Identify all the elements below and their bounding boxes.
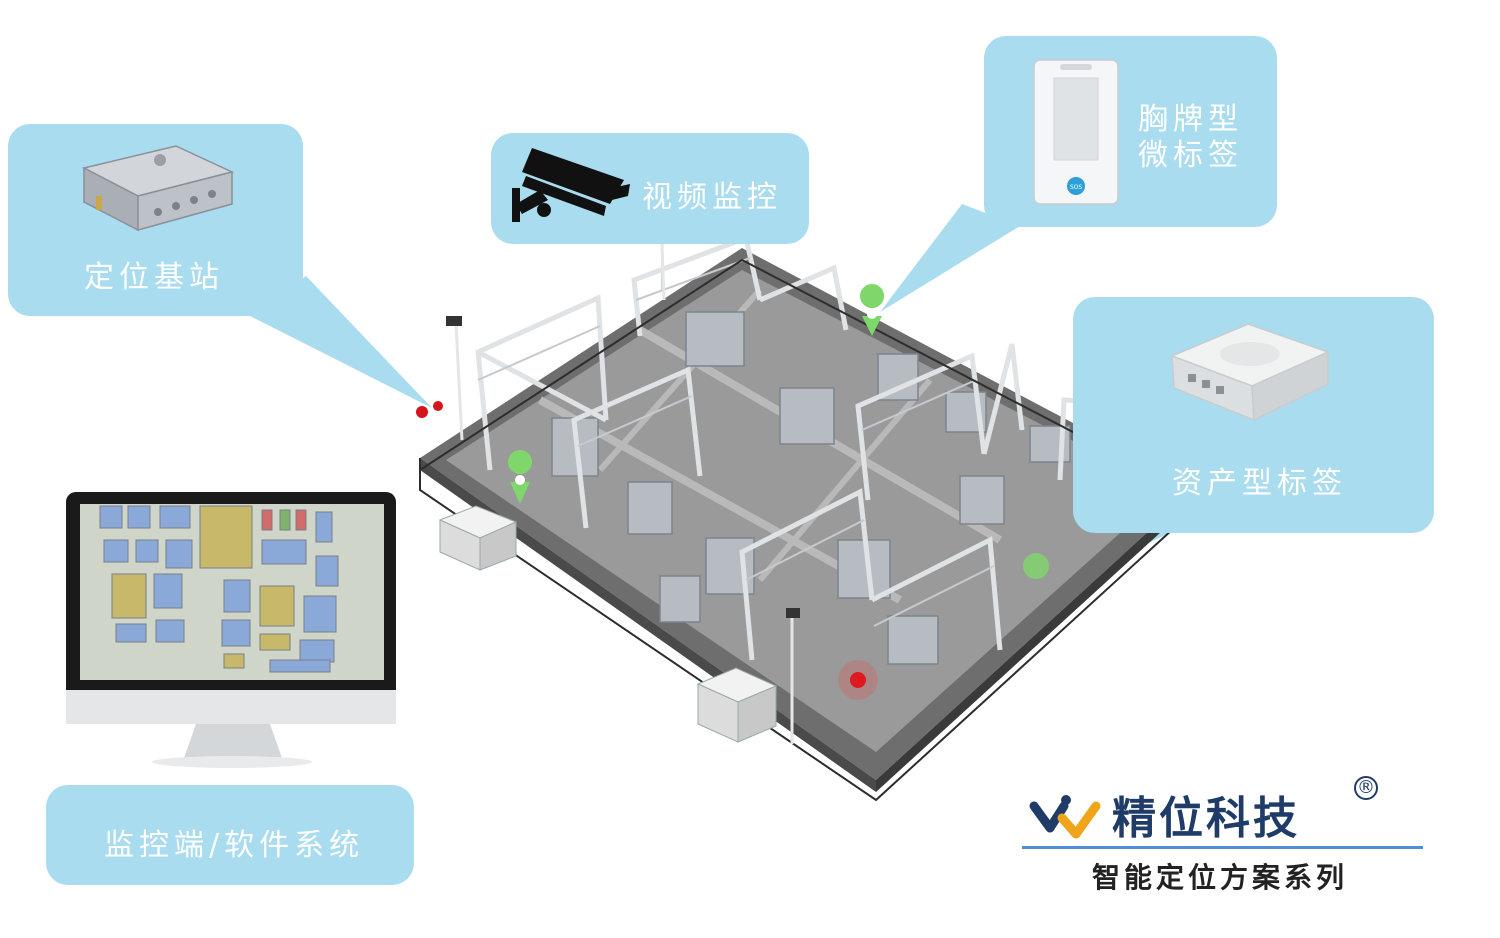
red-alarm-marker <box>850 672 866 688</box>
sos-button-label: SOS <box>1070 184 1083 191</box>
green-marker-left <box>508 450 533 504</box>
location-markers <box>416 284 1049 700</box>
red-base-station-marker <box>416 406 428 418</box>
camera-icon <box>512 148 630 222</box>
monitor-map <box>99 505 339 673</box>
base-station-label: 定位基站 <box>84 260 224 295</box>
asset-tag-label: 资产型标签 <box>1172 466 1347 501</box>
brand-name: 精位科技 <box>1112 793 1300 844</box>
badge-tag-label-line1: 胸牌型 <box>1138 102 1243 137</box>
video-label: 视频监控 <box>642 180 782 215</box>
base-station-icon <box>81 145 235 232</box>
badge-tag-label-line2: 微标签 <box>1138 138 1243 173</box>
monitor-label: 监控端/软件系统 <box>104 828 365 863</box>
truss-gantries <box>475 234 1131 661</box>
light-poles <box>446 243 800 744</box>
badge-tag-callout <box>984 36 1277 227</box>
monitor-device <box>66 492 396 768</box>
green-marker-top <box>860 284 885 336</box>
badge-tag-callout-tail <box>880 204 1020 312</box>
brand-divider <box>1022 846 1423 849</box>
registered-mark: ® <box>1354 776 1378 800</box>
monitor-callout <box>46 785 414 885</box>
brand-slogan: 智能定位方案系列 <box>1092 861 1349 894</box>
red-alarm-glow <box>838 660 878 700</box>
truss-bracing <box>477 257 995 627</box>
badge-icon: SOS <box>1033 59 1119 205</box>
asset-tag-icon <box>1169 323 1331 422</box>
green-marker-right <box>1023 553 1049 579</box>
substation-house-bottom <box>696 667 778 743</box>
brand-logo-icon <box>1029 795 1101 839</box>
substation-house-left <box>438 505 518 571</box>
